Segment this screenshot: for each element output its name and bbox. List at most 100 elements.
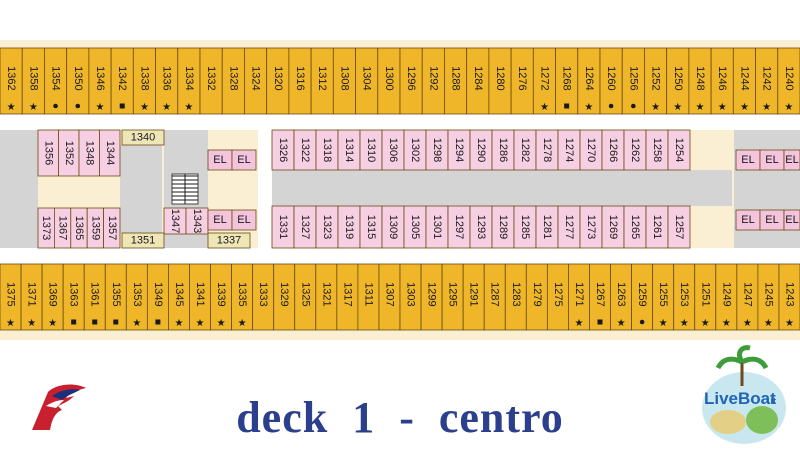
inner-cabin-1265[interactable]: 1265 — [623, 205, 647, 249]
cabin-1291[interactable]: 1291 — [462, 263, 485, 331]
inner-cabin-1309[interactable]: 1309 — [381, 205, 405, 249]
cabin-1267[interactable]: 1267 — [589, 263, 611, 331]
cabin-1355[interactable]: 1355 — [104, 263, 127, 331]
inner-cabin-1357[interactable]: 1357 — [103, 207, 121, 249]
cabin-1284[interactable]: 1284 — [466, 47, 490, 115]
inner-cabin-1301[interactable]: 1301 — [425, 205, 449, 249]
cabin-1334[interactable]: 1334★ — [177, 47, 201, 115]
inner-cabin-1298[interactable]: 1298 — [425, 129, 449, 171]
inner-cabin-1365[interactable]: 1365 — [70, 207, 88, 249]
inner-cabin-1293[interactable]: 1293 — [469, 205, 493, 249]
cabin-1350[interactable]: 1350 — [66, 47, 90, 115]
inner-cabin-1367[interactable]: 1367 — [54, 207, 72, 249]
cabin-1245[interactable]: 1245★ — [757, 263, 780, 331]
cabin-1272[interactable]: 1272★ — [532, 47, 556, 115]
inner-cabin-1314[interactable]: 1314 — [337, 129, 361, 171]
inner-cabin-1258[interactable]: 1258 — [645, 129, 669, 171]
cabin-1369[interactable]: 1369★ — [41, 263, 64, 331]
cabin-1251[interactable]: 1251★ — [694, 263, 717, 331]
inner-cabin-1274[interactable]: 1274 — [557, 129, 581, 171]
cabin-1354[interactable]: 1354 — [44, 47, 68, 115]
cabin-1328[interactable]: 1328 — [221, 47, 245, 115]
inner-cabin-1348[interactable]: 1348 — [78, 129, 100, 177]
cabin-1324[interactable]: 1324 — [244, 47, 268, 115]
cabin-1260[interactable]: 1260 — [599, 47, 623, 115]
cabin-1329[interactable]: 1329 — [273, 263, 296, 331]
cabin-1249[interactable]: 1249★ — [715, 263, 738, 331]
cabin-1299[interactable]: 1299 — [420, 263, 443, 331]
cabin-1304[interactable]: 1304 — [355, 47, 379, 115]
inner-cabin-1326[interactable]: 1326 — [271, 129, 295, 171]
inner-cabin-1344[interactable]: 1344 — [99, 129, 121, 177]
cabin-1345[interactable]: 1345★ — [168, 263, 190, 331]
inner-cabin-1294[interactable]: 1294 — [447, 129, 471, 171]
cabin-1316[interactable]: 1316 — [288, 47, 312, 115]
cabin-1339[interactable]: 1339★ — [210, 263, 232, 331]
cabin-1371[interactable]: 1371★ — [20, 263, 43, 331]
inner-cabin-1278[interactable]: 1278 — [535, 129, 559, 171]
cabin-1317[interactable]: 1317 — [336, 263, 359, 331]
cabin-1325[interactable]: 1325 — [294, 263, 317, 331]
cabin-1242[interactable]: 1242★ — [755, 47, 779, 115]
cabin-1311[interactable]: 1311 — [357, 263, 380, 331]
inner-cabin-1305[interactable]: 1305 — [403, 205, 427, 249]
inner-cabin-1347[interactable]: 1347 — [163, 207, 187, 235]
cabin-1300[interactable]: 1300 — [377, 47, 401, 115]
cabin-1336[interactable]: 1336★ — [155, 47, 179, 115]
inner-cabin-1297[interactable]: 1297 — [447, 205, 471, 249]
cabin-1256[interactable]: 1256 — [621, 47, 645, 115]
inner-cabin-1302[interactable]: 1302 — [403, 129, 427, 171]
cabin-1243[interactable]: 1243★ — [778, 263, 800, 331]
cabin-1346[interactable]: 1346★ — [88, 47, 112, 115]
inner-cabin-1359[interactable]: 1359 — [86, 207, 104, 249]
cabin-1279[interactable]: 1279 — [525, 263, 548, 331]
cabin-1362[interactable]: 1362★ — [0, 47, 23, 115]
inner-cabin-1261[interactable]: 1261 — [645, 205, 669, 249]
cabin-1288[interactable]: 1288 — [444, 47, 468, 115]
inner-cabin-1373[interactable]: 1373 — [37, 207, 55, 249]
inner-cabin-1257[interactable]: 1257 — [667, 205, 691, 249]
inner-cabin-1282[interactable]: 1282 — [513, 129, 537, 171]
inner-cabin-1352[interactable]: 1352 — [58, 129, 80, 177]
inner-cabin-1277[interactable]: 1277 — [557, 205, 581, 249]
inner-cabin-1266[interactable]: 1266 — [601, 129, 625, 171]
cabin-1353[interactable]: 1353★ — [125, 263, 148, 331]
cabin-1295[interactable]: 1295 — [441, 263, 464, 331]
cabin-1358[interactable]: 1358★ — [21, 47, 45, 115]
cabin-1287[interactable]: 1287 — [483, 263, 506, 331]
inner-cabin-1315[interactable]: 1315 — [359, 205, 383, 249]
inner-cabin-1285[interactable]: 1285 — [513, 205, 537, 249]
inner-cabin-1290[interactable]: 1290 — [469, 129, 493, 171]
cabin-1363[interactable]: 1363 — [62, 263, 85, 331]
cabin-1342[interactable]: 1342 — [110, 47, 134, 115]
inner-cabin-1327[interactable]: 1327 — [293, 205, 317, 249]
cabin-1303[interactable]: 1303 — [399, 263, 422, 331]
cabin-1253[interactable]: 1253★ — [673, 263, 696, 331]
inner-cabin-1281[interactable]: 1281 — [535, 205, 559, 249]
cabin-1307[interactable]: 1307 — [378, 263, 401, 331]
inner-cabin-1356[interactable]: 1356 — [37, 129, 59, 177]
cabin-1292[interactable]: 1292 — [421, 47, 445, 115]
cabin-1280[interactable]: 1280 — [488, 47, 512, 115]
cabin-1283[interactable]: 1283 — [504, 263, 527, 331]
inner-cabin-1269[interactable]: 1269 — [601, 205, 625, 249]
inner-cabin-1322[interactable]: 1322 — [293, 129, 317, 171]
inner-cabin-1323[interactable]: 1323 — [315, 205, 339, 249]
inner-cabin-1331[interactable]: 1331 — [271, 205, 295, 249]
cabin-1276[interactable]: 1276 — [510, 47, 534, 115]
cabin-1248[interactable]: 1248★ — [688, 47, 712, 115]
inner-cabin-1270[interactable]: 1270 — [579, 129, 603, 171]
inner-cabin-1318[interactable]: 1318 — [315, 129, 339, 171]
cabin-1240[interactable]: 1240★ — [777, 47, 800, 115]
cabin-1349[interactable]: 1349 — [146, 263, 169, 331]
cabin-1332[interactable]: 1332 — [199, 47, 223, 115]
cabin-1244[interactable]: 1244★ — [732, 47, 756, 115]
cabin-1308[interactable]: 1308 — [332, 47, 356, 115]
cabin-1271[interactable]: 1271★ — [568, 263, 590, 331]
cabin-1263[interactable]: 1263★ — [610, 263, 632, 331]
cabin-1275[interactable]: 1275 — [546, 263, 569, 331]
cabin-1320[interactable]: 1320 — [266, 47, 290, 115]
cabin-1250[interactable]: 1250★ — [666, 47, 690, 115]
inner-cabin-1286[interactable]: 1286 — [491, 129, 515, 171]
inner-cabin-1310[interactable]: 1310 — [359, 129, 383, 171]
